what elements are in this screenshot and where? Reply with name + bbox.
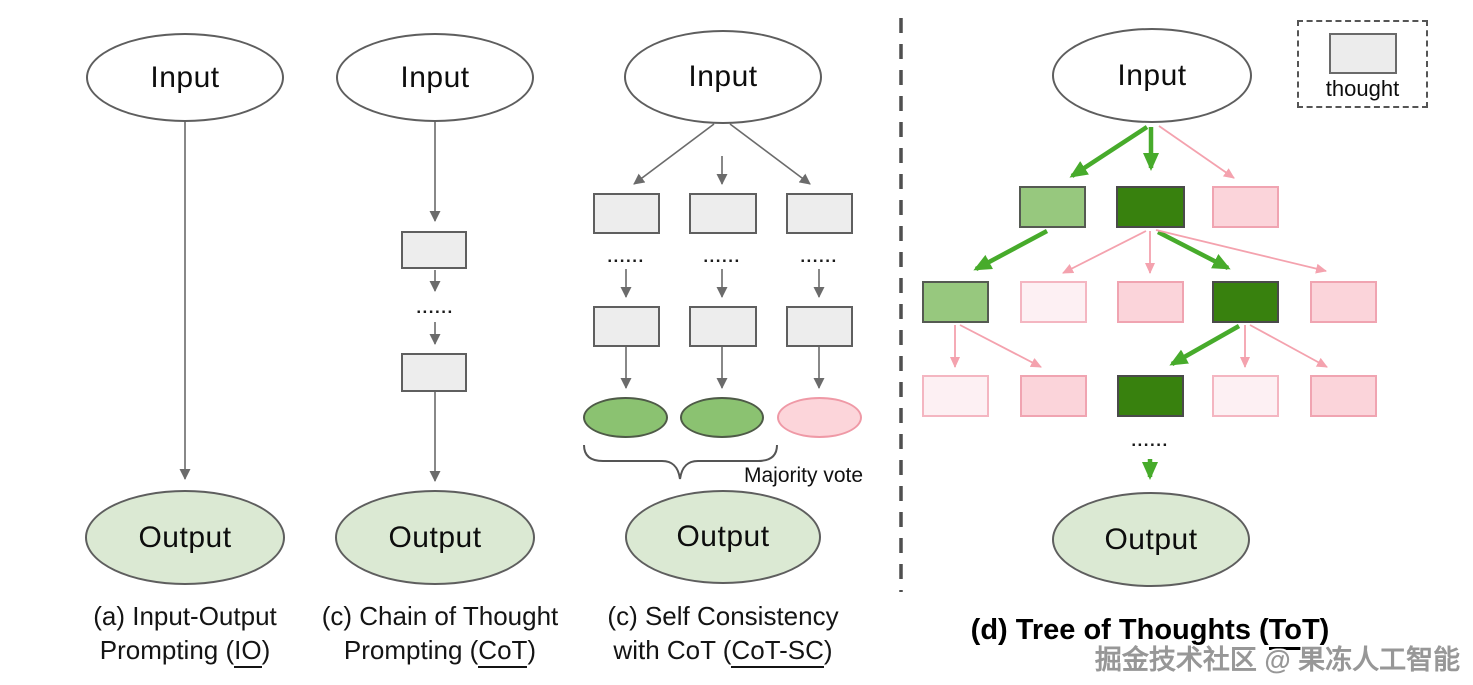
cot-thought-box-1 <box>401 231 467 269</box>
tot-green-arrows <box>973 125 1241 480</box>
tot-caption-pre: (d) Tree of Thoughts ( <box>970 614 1269 646</box>
cotsc-thought-box-2b <box>689 306 757 347</box>
cot-caption-line1: (c) Chain of Thought <box>321 601 559 631</box>
cot-dots: ...... <box>416 298 454 317</box>
arrow-tot-r1c3-r2c5-pink <box>1155 229 1327 274</box>
tot-caption: (d) Tree of Thoughts (ToT) <box>950 614 1350 650</box>
cot-caption-line2-pre: Prompting ( <box>343 635 479 665</box>
tot-node-r2c4-green-dark <box>1212 281 1279 323</box>
cotsc-thought-box-3b <box>786 306 853 347</box>
io-caption-line1: (a) Input-Output <box>93 601 277 631</box>
tot-node-r3c1-pink-faint <box>922 375 989 417</box>
cotsc-dots-3: ...... <box>800 247 838 266</box>
cot-caption-line2-post: ) <box>527 635 537 665</box>
cotsc-thought-box-2a <box>689 193 757 234</box>
cotsc-caption-underlined: CoT-SC <box>731 635 824 668</box>
cotsc-result-ellipse-green-1 <box>583 397 668 438</box>
arrow-cotsc-input-chain1 <box>633 123 715 185</box>
cotsc-dots-1: ...... <box>607 247 645 266</box>
io-input-node: Input <box>86 33 284 122</box>
cot-output-node: Output <box>335 490 535 585</box>
tot-caption-post: ) <box>1319 614 1330 646</box>
tot-node-r3c3-green-dark <box>1117 375 1184 417</box>
arrow-tot-input-r1c4-pink <box>1158 125 1235 179</box>
cotsc-caption: (c) Self Consistency with CoT (CoT-SC) <box>573 599 873 668</box>
arrow-cotsc-input-chain3 <box>729 123 811 185</box>
cot-caption-underlined: CoT <box>478 635 528 668</box>
tot-node-r3c5-pink-light <box>1310 375 1377 417</box>
arrow-tot-input-r1c2-green <box>1069 125 1149 178</box>
tot-node-r1c4-pink-light <box>1212 186 1279 228</box>
cotsc-thought-box-1b <box>593 306 660 347</box>
tot-pink-arrows <box>950 125 1328 368</box>
cotsc-output-node: Output <box>625 490 821 584</box>
arrow-tot-r2c1-r3c2-pink <box>959 324 1042 368</box>
cotsc-caption-line2-post: ) <box>823 635 833 665</box>
arrow-tot-r1c3-r2c4-green <box>1156 229 1231 271</box>
thought-legend-label: thought <box>1325 76 1400 101</box>
watermark-text: 掘金技术社区 @ 果冻人工智能 <box>1094 645 1461 675</box>
tot-output-label: Output <box>1104 522 1198 556</box>
cotsc-result-ellipse-pink <box>777 397 862 438</box>
io-input-label: Input <box>150 60 220 94</box>
tot-input-node: Input <box>1052 28 1252 123</box>
io-output-node: Output <box>85 490 285 585</box>
tot-node-r2c1-green-medium <box>922 281 989 323</box>
io-caption: (a) Input-Output Prompting (IO) <box>35 599 335 668</box>
arrow-tot-r2c4-r3c5-pink <box>1249 324 1328 368</box>
tot-node-r3c2-pink-light <box>1020 375 1087 417</box>
cotsc-output-label: Output <box>676 520 770 553</box>
arrow-tot-r1c3-r2c2-pink <box>1062 230 1147 274</box>
tot-node-r2c5-pink-light <box>1310 281 1377 323</box>
cot-input-node: Input <box>336 33 534 122</box>
arrow-tot-r1c2-r2c1-green <box>973 229 1049 271</box>
io-caption-line2-post: ) <box>261 635 271 665</box>
io-caption-underlined: IO <box>234 635 262 668</box>
cot-thought-box-2 <box>401 353 467 392</box>
tot-node-r1c2-green-medium <box>1019 186 1086 228</box>
tot-dots: ...... <box>1131 431 1169 450</box>
io-output-label: Output <box>138 520 232 554</box>
tot-node-r2c2-pink-faint <box>1020 281 1087 323</box>
tot-input-label: Input <box>1117 58 1187 92</box>
io-caption-line2-pre: Prompting ( <box>99 635 235 665</box>
cot-output-label: Output <box>388 520 482 554</box>
cotsc-caption-line1: (c) Self Consistency <box>607 601 839 631</box>
tot-node-r1c3-green-dark <box>1116 186 1185 228</box>
thought-legend: thought <box>1297 20 1428 108</box>
cotsc-caption-line2-pre: with CoT ( <box>613 635 732 665</box>
arrow-tot-r2c4-r3c3-green <box>1169 324 1241 366</box>
cotsc-thought-box-3a <box>786 193 853 234</box>
thought-legend-swatch <box>1328 33 1397 74</box>
cotsc-result-ellipse-green-2 <box>680 397 764 438</box>
cot-caption: (c) Chain of Thought Prompting (CoT) <box>290 599 590 668</box>
tot-output-node: Output <box>1052 492 1250 587</box>
tot-node-r2c3-pink-light <box>1117 281 1184 323</box>
cot-input-label: Input <box>400 60 470 94</box>
cotsc-input-label: Input <box>688 60 758 93</box>
tot-caption-underlined: ToT <box>1268 614 1320 650</box>
cotsc-thought-box-1a <box>593 193 660 234</box>
tot-node-r3c4-pink-faint <box>1212 375 1279 417</box>
cotsc-dots-2: ...... <box>703 247 741 266</box>
majority-vote-label: Majority vote <box>744 464 864 487</box>
cotsc-input-node: Input <box>624 30 822 124</box>
